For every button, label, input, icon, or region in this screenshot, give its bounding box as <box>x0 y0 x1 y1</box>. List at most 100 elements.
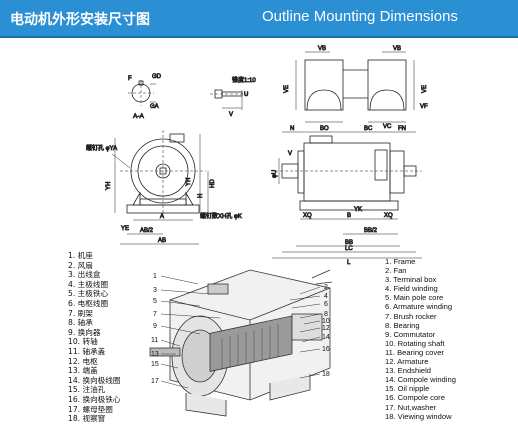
callout-right-14: 14 <box>322 334 330 341</box>
part-cn: 14. 换向极线圈 <box>68 375 121 385</box>
part-en: 9. Commutator <box>385 329 436 339</box>
callout-right-2: 2 <box>324 284 328 291</box>
part-en: 17. Nut,washer <box>385 402 437 412</box>
label-u-side: φU <box>272 170 278 178</box>
part-cn: 7. 刷架 <box>68 308 93 318</box>
label-screw-hole: 螺钉孔 φYA <box>86 144 117 152</box>
label-lc: LC <box>345 246 353 252</box>
callout-right-4: 4 <box>324 293 328 300</box>
part-cn: 1. 机座 <box>68 251 93 260</box>
callout-left-3: 3 <box>153 287 157 294</box>
part-en: 4. Field winding <box>385 284 438 294</box>
label-ab-half: AB/2 <box>140 228 154 234</box>
part-en: 2. Fan <box>385 266 407 276</box>
part-en: 6. Armature winding <box>385 302 453 312</box>
label-bb: BB <box>345 240 353 246</box>
part-cn: 4. 主极线圈 <box>68 279 109 289</box>
page-header: 电动机外形安装尺寸图 Outline Mounting Dimensions <box>0 0 518 38</box>
label-hd: HD <box>210 179 216 188</box>
label-gd: GD <box>152 74 162 80</box>
label-a: A <box>160 214 164 220</box>
part-cn: 2. 风扇 <box>68 260 93 270</box>
label-xq-right: XQ <box>384 213 393 219</box>
page-title-en: Outline Mounting Dimensions <box>262 8 458 25</box>
label-xq-left: XQ <box>303 213 312 219</box>
label-vf: VF <box>420 104 428 110</box>
outline-drawing: F GD GA A-A 锥度1:10 V U <box>86 46 428 417</box>
part-en: 12. Armature <box>385 357 429 367</box>
part-en: 8. Bearing <box>385 320 420 330</box>
label-vb-left: VB <box>318 46 326 52</box>
top-view <box>295 51 415 123</box>
page-title-cn: 电动机外形安装尺寸图 <box>10 12 150 28</box>
part-en: 16. Compole core <box>385 393 445 403</box>
callout-right-6: 6 <box>324 301 328 308</box>
part-cn: 6. 电枢线圈 <box>68 298 109 308</box>
callout-leaders <box>160 275 321 389</box>
part-en: 14. Compole winding <box>385 375 456 385</box>
part-en: 18. Viewing window <box>385 411 452 421</box>
label-bc: BC <box>364 126 373 132</box>
parts-list-en: 1. Frame 2. Fan 3. Terminal box 4. Field… <box>385 257 456 421</box>
label-ga: GA <box>150 104 159 110</box>
label-ve-right: VE <box>422 85 428 93</box>
part-cn: 9. 换向器 <box>68 327 101 337</box>
part-en: 5. Main pole core <box>385 293 444 303</box>
label-u-shaft: U <box>244 92 248 98</box>
part-en: 1. Frame <box>385 257 416 266</box>
part-cn: 5. 主极铁心 <box>68 289 109 299</box>
part-en: 10. Rotating shaft <box>385 338 445 348</box>
callout-left-11: 11 <box>151 337 158 344</box>
callout-right-8: 8 <box>324 311 328 318</box>
shaft-end-view <box>210 89 248 110</box>
end-view <box>111 130 209 245</box>
part-cn: 13. 端盖 <box>68 366 98 376</box>
label-b: B <box>347 213 351 219</box>
part-en: 3. Terminal box <box>385 275 437 285</box>
part-en: 11. Bearing cover <box>385 347 444 357</box>
side-view <box>272 131 422 259</box>
label-bb-half: BB/2 <box>364 228 378 234</box>
label-yh-left: YH <box>106 182 112 190</box>
label-vc: VC <box>383 124 392 130</box>
callout-left-1: 1 <box>153 273 157 280</box>
part-cn: 18. 视察窗 <box>68 414 106 424</box>
label-v-side: V <box>288 151 292 157</box>
part-cn: 17. 螺母垫圈 <box>68 404 113 414</box>
part-en: 13. Endshield <box>385 366 432 376</box>
part-cn: 10. 转轴 <box>68 337 98 347</box>
part-cn: 11. 轴承盖 <box>68 346 106 356</box>
label-holes-k: 螺钉数XH孔 φK <box>200 212 242 220</box>
section-caption: A-A <box>133 113 145 120</box>
callout-right-16: 16 <box>322 346 330 353</box>
parts-list-cn: 1. 机座 2. 风扇 3. 出线盒 4. 主极线圈 5. 主极铁心 6. 电枢… <box>68 251 120 424</box>
callout-left-15: 15 <box>151 361 159 368</box>
label-taper: 锥度1:10 <box>232 76 256 84</box>
label-h: H <box>198 194 204 198</box>
label-vb-right: VB <box>393 46 401 52</box>
callout-left-5: 5 <box>153 298 157 305</box>
part-cn: 16. 换向极铁心 <box>68 394 121 404</box>
part-cn: 3. 出线盒 <box>68 270 101 280</box>
label-bo: BO <box>320 126 329 132</box>
callout-left-17: 17 <box>151 378 159 385</box>
part-cn: 15. 注油孔 <box>68 385 106 395</box>
callout-right-12: 12 <box>322 325 330 332</box>
label-ye: YE <box>121 226 129 232</box>
label-ve-left: VE <box>284 85 290 93</box>
shaft-section-view <box>128 80 156 106</box>
callout-numbers: 1 3 5 7 9 11 13 15 17 2 4 6 8 10 12 14 1… <box>151 273 330 385</box>
motor-cutaway <box>149 269 333 417</box>
callout-left-9: 9 <box>153 323 157 330</box>
callout-left-7: 7 <box>153 311 157 318</box>
label-fn: FN <box>398 126 406 132</box>
part-cn: 12. 电枢 <box>68 356 98 366</box>
callout-left-13: 13 <box>151 351 159 358</box>
label-yh-right: YH <box>186 178 192 186</box>
label-l: L <box>347 260 351 266</box>
part-en: 7. Brush rocker <box>385 311 437 321</box>
part-en: 15. Oil nipple <box>385 384 430 394</box>
label-n: N <box>290 126 294 132</box>
label-f: F <box>128 76 132 82</box>
callout-right-10: 10 <box>322 318 330 325</box>
